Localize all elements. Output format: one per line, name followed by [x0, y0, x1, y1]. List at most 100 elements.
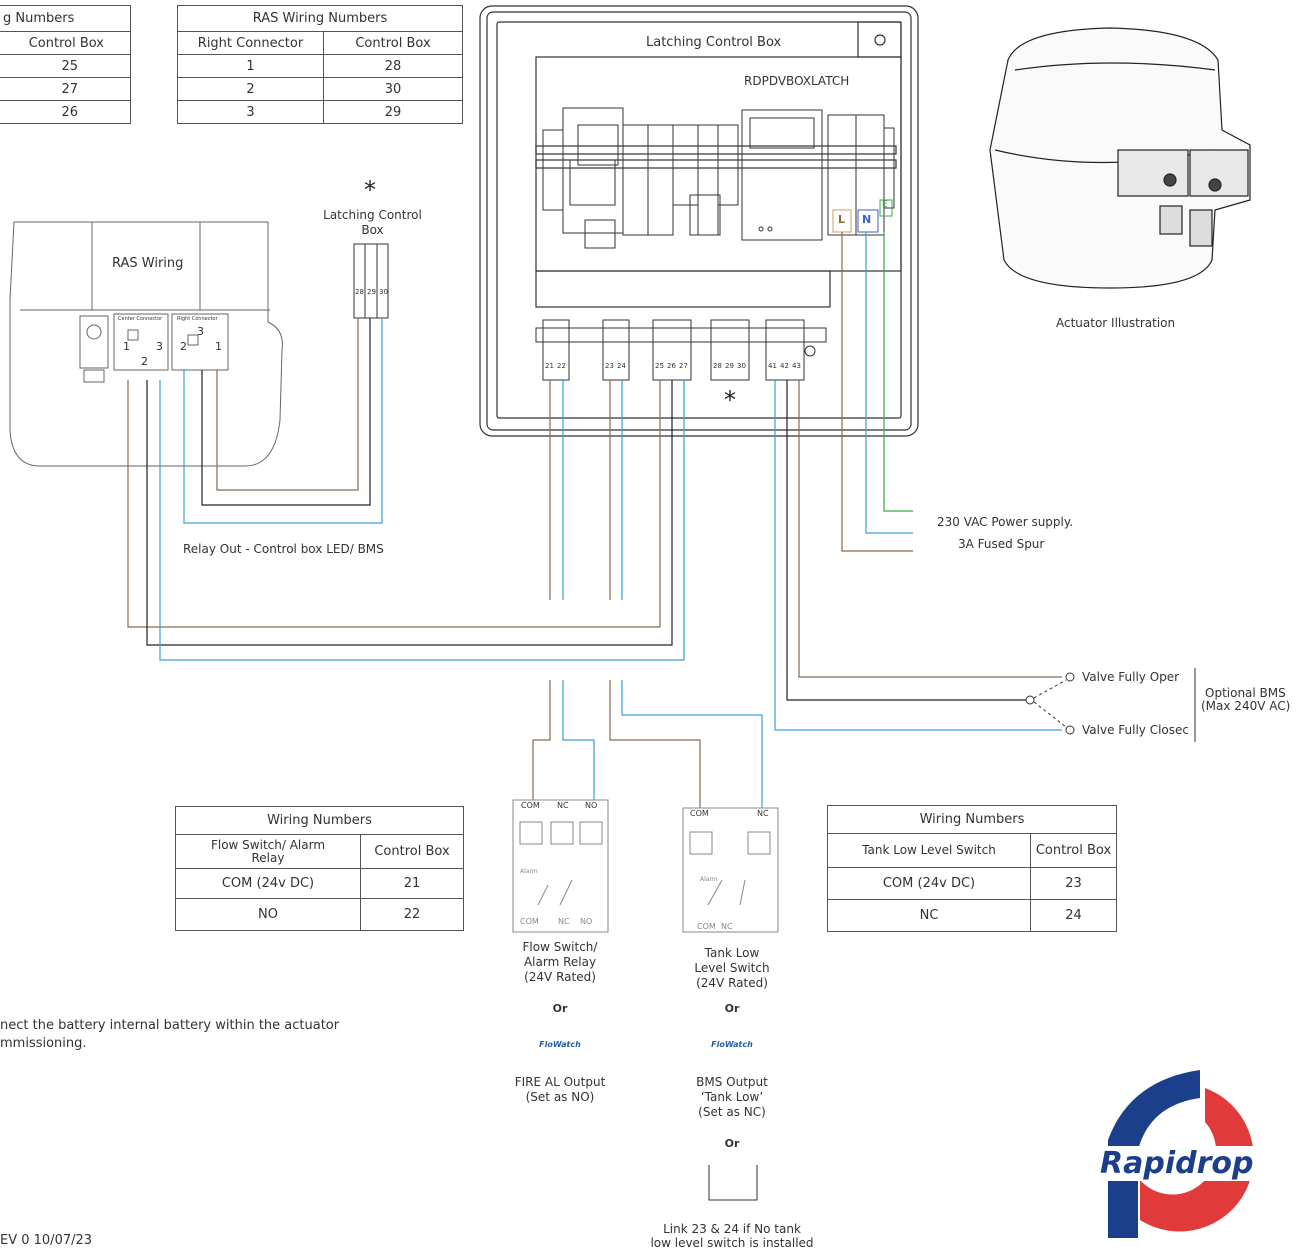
tank-term: COM — [690, 809, 709, 818]
ras-title: RAS Wiring — [112, 256, 184, 271]
table-cell: 2 — [177, 77, 324, 101]
tank-term-lower: NC — [721, 922, 733, 931]
table-cell: 22 — [360, 898, 464, 931]
flow-output: (Set as NO) — [525, 1090, 595, 1104]
flow-term-lower: COM — [520, 917, 539, 926]
flow-term-lower: NC — [558, 917, 570, 926]
table-title: RAS Wiring Numbers — [177, 5, 463, 32]
tank-switch-device — [682, 807, 779, 933]
table-cell: 27 — [0, 77, 131, 101]
tank-term-lower: COM — [697, 922, 716, 931]
rapidrop-logo — [1108, 1070, 1254, 1238]
tank-output: ‘Tank Low’ — [700, 1090, 764, 1104]
terminal-29: 29 — [725, 362, 734, 370]
table-cell: 3 — [177, 100, 324, 124]
tank-caption: Tank Low — [704, 946, 760, 960]
tank-output: BMS Output — [696, 1075, 768, 1089]
table-cell: NC — [827, 899, 1031, 932]
bms-label: Optional BMS — [1205, 686, 1286, 700]
table-header: Right Connector — [177, 31, 324, 55]
center-connector-label: Center Connector — [118, 316, 163, 322]
terminal-41: 41 — [768, 362, 777, 370]
din-components — [542, 107, 895, 249]
flow-caption: Alarm Relay — [523, 955, 597, 969]
terminal-strip — [535, 319, 827, 381]
top-left-wiring-table: g Numbers Control Box 25 27 26 — [0, 5, 131, 124]
table-cell: COM (24v DC) — [175, 868, 361, 899]
fused-spur-label: 3A Fused Spur — [958, 537, 1045, 551]
or-label: Or — [552, 1002, 568, 1015]
or-label: Or — [724, 1137, 740, 1150]
tank-output: (Set as NC) — [698, 1105, 766, 1119]
tank-alarm: Alarm — [700, 876, 718, 883]
ras-pin: 3 — [197, 325, 204, 338]
control-box-title: Latching Control Box — [646, 35, 782, 50]
terminal-23: 23 — [605, 362, 614, 370]
terminal-42: 42 — [780, 362, 789, 370]
table-cell: 30 — [323, 77, 463, 101]
table-header: Control Box — [0, 31, 131, 55]
star-marker: * — [364, 176, 376, 204]
table-header: Tank Low Level Switch — [827, 833, 1031, 868]
link-note: low level switch is installed — [650, 1236, 814, 1250]
table-cell: 21 — [360, 868, 464, 899]
mini-box-title: Latching Control Box — [323, 208, 422, 237]
tank-caption: (24V Rated) — [696, 976, 768, 990]
table-cell: 25 — [0, 54, 131, 78]
bms-max-label: (Max 240V AC) — [1201, 699, 1291, 713]
flow-output: FIRE AL Output — [514, 1075, 606, 1089]
table-cell: COM (24v DC) — [827, 867, 1031, 900]
flow-switch-device — [512, 799, 609, 933]
relay-out-label: Relay Out - Control box LED/ BMS — [183, 542, 384, 556]
ras-pin: 3 — [156, 340, 163, 353]
right-connector-label: Right Connector — [177, 316, 218, 322]
table-header: Control Box — [1030, 833, 1117, 868]
actuator-illustration — [989, 27, 1251, 289]
terminal-27: 27 — [679, 362, 688, 370]
table-cell: 1 — [177, 54, 324, 78]
flow-term: NC — [557, 801, 569, 810]
terminal-22: 22 — [557, 362, 566, 370]
control-box-model: RDPDVBOXLATCH — [744, 74, 850, 88]
table-header: Control Box — [360, 834, 464, 869]
terminal-26: 26 — [667, 362, 676, 370]
actuator-label: Actuator Illustration — [1056, 316, 1176, 330]
table-title: g Numbers — [0, 5, 131, 32]
flow-term: COM — [521, 801, 540, 810]
table-cell: NO — [175, 898, 361, 931]
tank-term: NC — [757, 809, 769, 818]
table-cell: 29 — [323, 100, 463, 124]
ras-pin: 1 — [215, 340, 222, 353]
flow-alarm: Alarm — [520, 868, 538, 875]
revision-label: EV 0 10/07/23 — [0, 1233, 93, 1248]
table-cell: 28 — [323, 54, 463, 78]
mini-term-29: 29 — [367, 288, 376, 296]
link-bracket — [708, 1165, 758, 1201]
table-title: Wiring Numbers — [175, 806, 464, 835]
earth-label: E — [882, 200, 888, 210]
power-supply-label: 230 VAC Power supply. — [937, 515, 1074, 529]
mini-term-28: 28 — [355, 288, 364, 296]
flow-caption: (24V Rated) — [524, 970, 596, 984]
table-cell: 23 — [1030, 867, 1117, 900]
rapidrop-wordmark: Rapidrop — [1098, 1146, 1256, 1181]
flowwatch-logo: FloWatch — [539, 1040, 581, 1049]
neutral-label: N — [862, 213, 872, 226]
table-cell: 24 — [1030, 899, 1117, 932]
terminal-21: 21 — [545, 362, 554, 370]
mini-term-30: 30 — [379, 288, 388, 296]
table-title: Wiring Numbers — [827, 805, 1117, 834]
flow-term-lower: NO — [580, 917, 593, 926]
table-header: Flow Switch/ Alarm Relay — [175, 834, 361, 869]
terminal-43: 43 — [792, 362, 801, 370]
ras-body — [9, 221, 283, 467]
terminal-25: 25 — [655, 362, 664, 370]
ras-pin: 2 — [141, 355, 148, 368]
flow-caption: Flow Switch/ — [522, 940, 598, 954]
bms-switch — [1025, 668, 1196, 742]
